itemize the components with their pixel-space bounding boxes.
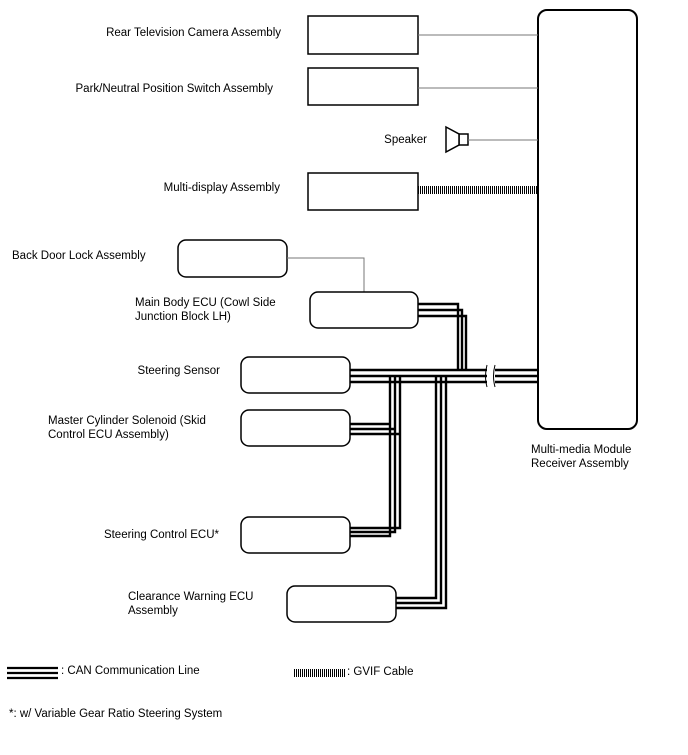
label-back-door-lock: Back Door Lock Assembly bbox=[12, 250, 146, 262]
label-multi-display: Multi-display Assembly bbox=[163, 182, 280, 194]
label-speaker: Speaker bbox=[384, 134, 427, 146]
label-park-neutral: Park/Neutral Position Switch Assembly bbox=[75, 83, 274, 95]
label-clearance-warning: Clearance Warning ECU Assembly bbox=[128, 591, 254, 617]
multi-display-box bbox=[307, 172, 419, 211]
multimedia-receiver-box bbox=[537, 9, 638, 430]
clearance-warning-box bbox=[286, 585, 397, 623]
master-cylinder-box bbox=[240, 409, 351, 447]
can-break-gap bbox=[487, 365, 495, 387]
label-steering-sensor: Steering Sensor bbox=[137, 365, 220, 377]
rear-camera-box bbox=[307, 15, 419, 55]
steering-sensor-box bbox=[240, 356, 351, 394]
can-bus-lines bbox=[350, 302, 538, 610]
label-main-body-ecu: Main Body ECU (Cowl Side Junction Block … bbox=[135, 297, 276, 323]
label-steering-control: Steering Control ECU* bbox=[103, 529, 219, 541]
label-rear-camera: Rear Television Camera Assembly bbox=[106, 27, 281, 39]
label-master-cylinder: Master Cylinder Solenoid (Skid Control E… bbox=[48, 415, 206, 441]
legend-can-symbol bbox=[7, 666, 58, 680]
park-neutral-box bbox=[307, 67, 419, 106]
back-door-lock-box bbox=[177, 239, 288, 278]
back-door-lock-wire bbox=[287, 257, 365, 292]
legend-gvif-symbol bbox=[294, 669, 346, 677]
label-multimedia-receiver: Multi-media Module Receiver Assembly bbox=[531, 444, 632, 470]
legend-can-label: : CAN Communication Line bbox=[61, 665, 200, 677]
legend-gvif-label: : GVIF Cable bbox=[347, 666, 414, 678]
can-break-marks bbox=[485, 364, 496, 388]
gvif-cable bbox=[418, 186, 538, 194]
speaker-icon bbox=[445, 125, 469, 154]
steering-control-box bbox=[240, 516, 351, 554]
footnote: *: w/ Variable Gear Ratio Steering Syste… bbox=[9, 708, 223, 720]
main-body-ecu-box bbox=[309, 291, 419, 329]
